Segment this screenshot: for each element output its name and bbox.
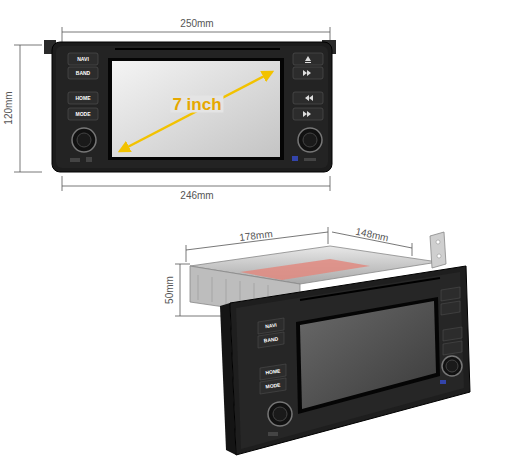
dimension-label: 250mm: [180, 19, 213, 29]
screen-size-label: 7 inch: [170, 96, 223, 113]
dimension-label: 246mm: [180, 191, 213, 201]
dimension-label: 178mm: [239, 229, 273, 243]
dimension-label: 120mm: [4, 91, 14, 124]
button-label: BAND: [76, 71, 90, 76]
dimension-label: 148mm: [355, 227, 390, 244]
dimension-label: 50mm: [165, 276, 175, 304]
button-label: MODE: [76, 112, 91, 117]
button-label: HOME: [76, 96, 91, 101]
button-label: NAVI: [77, 57, 89, 62]
